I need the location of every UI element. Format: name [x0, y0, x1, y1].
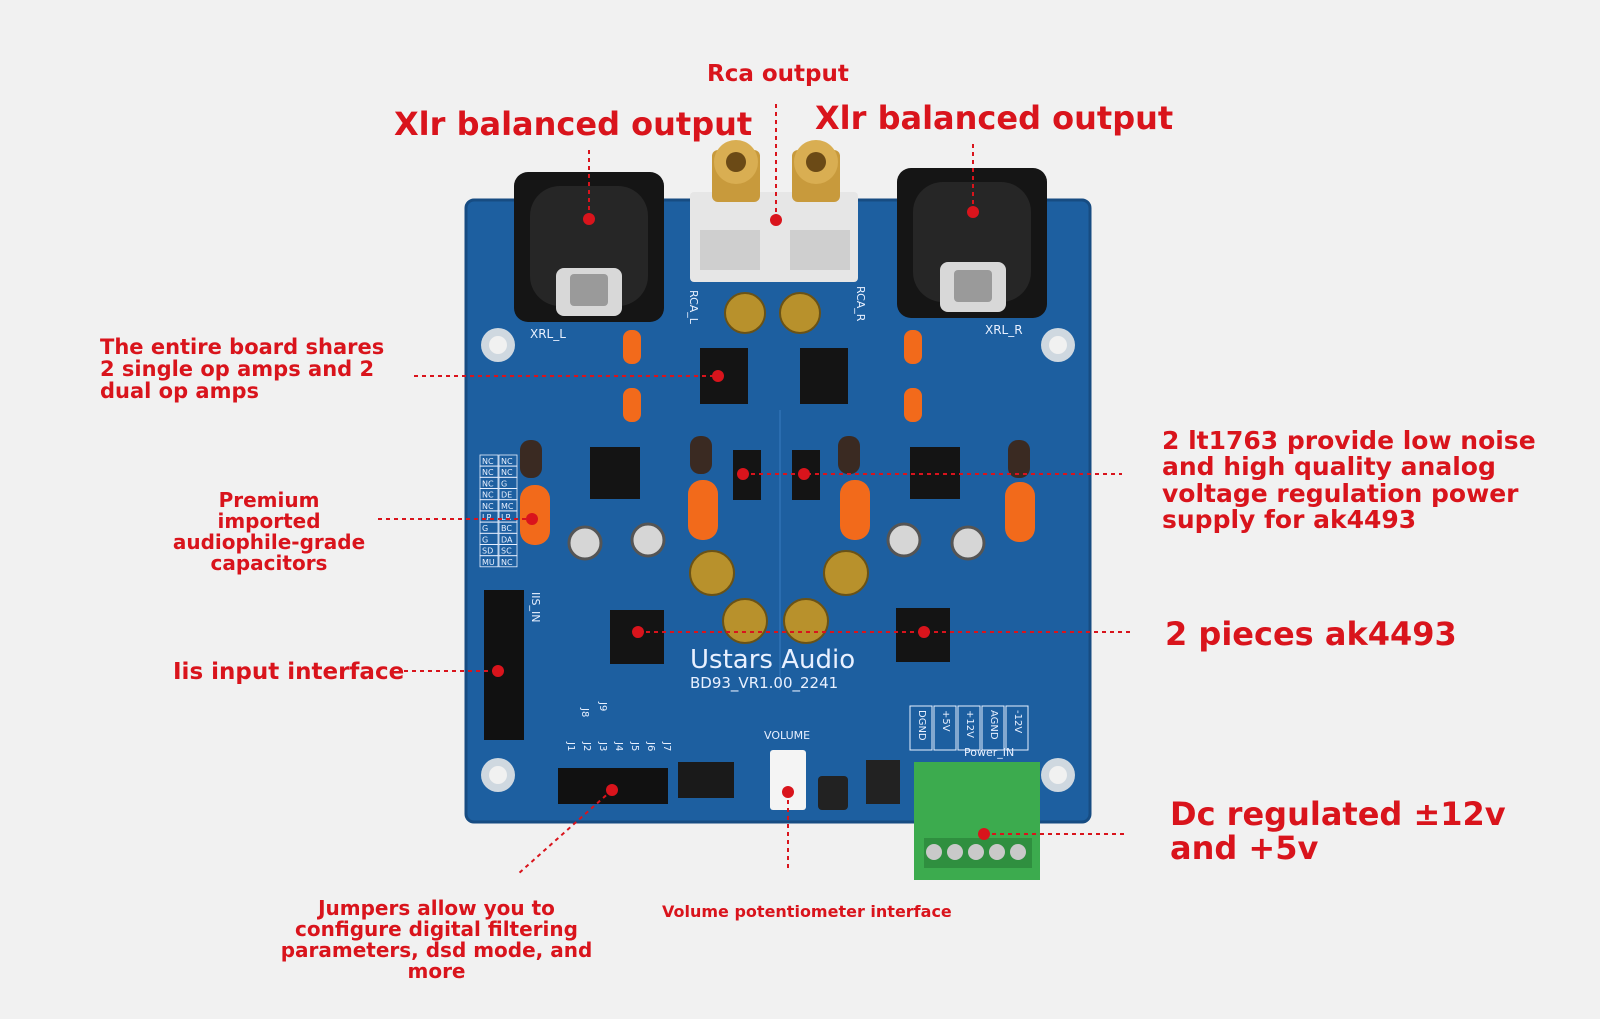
xlr-r-label: XRL_R — [985, 323, 1023, 337]
pin-legend-label: LR — [501, 513, 511, 522]
capacitors-annotation: Premium imported audiophile-grade capaci… — [172, 488, 366, 575]
pin-legend-label: MU — [482, 558, 495, 567]
pin-legend-label: G — [482, 524, 488, 533]
pin-legend-label: NC — [501, 457, 513, 466]
pin-legend: NC NC NC NC NC G NC DE NC MC LR LR G BC G DA SD SC MU NC — [479, 454, 518, 568]
jumpers-annotation: Jumpers allow you to configure digital f… — [280, 896, 593, 983]
pin-legend-label: NC — [482, 457, 494, 466]
j9-label: J9 — [597, 701, 608, 711]
callout-dots — [492, 206, 990, 840]
pin-legend-label: G — [501, 479, 507, 488]
jumper-header — [558, 762, 734, 804]
power-pin-box — [957, 705, 981, 751]
op-amps-annotation: The entire board shares 2 single op amps… — [100, 335, 385, 404]
iis-pin-header — [484, 590, 524, 740]
xlr-l-label: XRL_L — [530, 327, 566, 341]
rca-connectors — [690, 140, 858, 282]
power-pin-box — [981, 705, 1005, 751]
pin-legend-label: NC — [482, 468, 494, 477]
rca-annotation: Rca output — [707, 61, 849, 87]
pin-legend-label: SC — [501, 547, 512, 556]
power-pin-box — [909, 705, 933, 751]
xlr-right-connector — [897, 168, 1047, 318]
jumper-label: J2 — [581, 741, 592, 751]
power-in-label: Power_IN — [964, 746, 1014, 759]
jumper-label: J6 — [645, 741, 656, 751]
pin-legend-label: NC — [482, 479, 494, 488]
pin-legend-label: BC — [501, 524, 512, 533]
pin-legend-label: LR — [482, 513, 492, 522]
pin-legend-label: G — [482, 535, 488, 544]
rca-r-label: RCA_R — [854, 286, 867, 322]
jumper-label: J5 — [629, 741, 640, 751]
pin-legend-label: NC — [501, 468, 513, 477]
board-brand: Ustars Audio — [690, 645, 855, 675]
jumper-label: J3 — [597, 741, 608, 751]
jumper-label: J7 — [661, 741, 672, 751]
jumper-label: J1 — [565, 741, 576, 751]
pin-legend-cell — [498, 555, 518, 568]
lt1763-annotation: 2 lt1763 provide low noise and high qual… — [1162, 426, 1536, 534]
power-pin-label: DGND — [916, 710, 927, 741]
mounting-hole — [481, 328, 1075, 792]
rca-l-label: RCA_L — [687, 290, 700, 325]
small-capacitors — [567, 522, 986, 561]
power-pin-box — [933, 705, 957, 751]
power-pin-label: AGND — [988, 710, 999, 740]
pin-legend-cell — [479, 555, 499, 568]
volume-label: VOLUME — [764, 729, 810, 742]
jumper-label: J4 — [613, 741, 624, 751]
iis-in-label: IIS_IN — [529, 592, 542, 622]
xlr-left-annotation: Xlr balanced output — [394, 105, 753, 143]
j8-label: J8 — [579, 707, 590, 717]
pin-legend-label: NC — [482, 502, 494, 511]
power-pin-box — [1005, 705, 1029, 751]
film-capacitors — [520, 330, 1035, 545]
power-pin-label: +12V — [964, 710, 975, 738]
dac-chips — [610, 608, 950, 664]
xlr-left-connector — [514, 172, 664, 322]
jumper-labels: J1 J2 J3 J4 J5 J6 J7 — [565, 741, 672, 751]
xlr-right-annotation: Xlr balanced output — [815, 99, 1174, 137]
pin-legend-label: MC — [501, 502, 514, 511]
volume-annotation: Volume potentiometer interface — [662, 902, 952, 921]
power-pin-labels: DGND +5V +12V AGND -12V — [909, 705, 1029, 751]
board-model: BD93_VR1.00_2241 — [690, 674, 838, 693]
pin-legend-label: NC — [482, 491, 494, 500]
power-pin-label: -12V — [1012, 710, 1023, 733]
pin-legend-label: DA — [501, 535, 513, 544]
pin-legend-label: SD — [482, 547, 493, 556]
power-annotation: Dc regulated ±12v and +5v — [1170, 795, 1506, 867]
pcb-board — [466, 200, 1090, 822]
power-terminal-block — [914, 762, 1040, 880]
ak4493-annotation: 2 pieces ak4493 — [1165, 615, 1457, 653]
iis-input-annotation: Iis input interface — [173, 659, 405, 685]
leader-lines — [378, 104, 1130, 875]
power-pin-label: +5V — [940, 710, 951, 732]
dark-capacitors — [520, 436, 1030, 478]
pin-legend-label: NC — [501, 558, 513, 567]
volume-connector — [770, 750, 806, 810]
pin-legend-label: DE — [501, 491, 512, 500]
